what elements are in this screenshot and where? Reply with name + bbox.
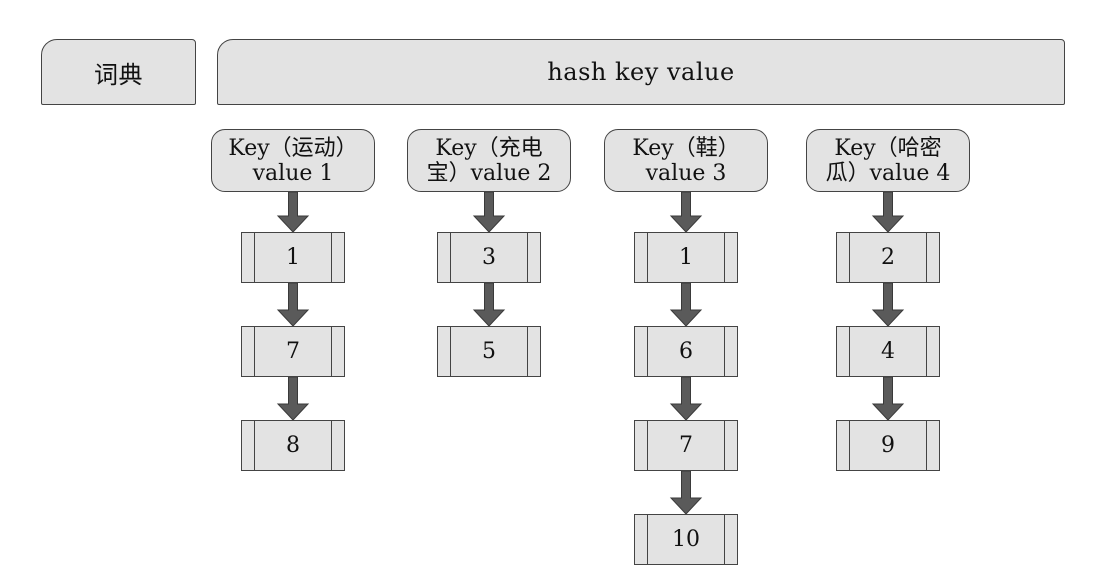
value-cell-label: 1 xyxy=(679,245,693,270)
hash-tab: hash key value xyxy=(217,39,1065,105)
value-cell-label: 8 xyxy=(286,433,300,458)
value-cell: 10 xyxy=(634,514,738,565)
value-cell-label: 2 xyxy=(881,245,895,270)
arrow-link-2-1 xyxy=(472,282,506,327)
value-cell: 8 xyxy=(241,420,345,471)
value-cell: 1 xyxy=(241,232,345,283)
value-cell: 2 xyxy=(836,232,940,283)
value-cell-label: 9 xyxy=(881,433,895,458)
value-cell-label: 7 xyxy=(679,433,693,458)
value-cell: 1 xyxy=(634,232,738,283)
arrow-link-3-3 xyxy=(669,470,703,515)
key-node-2: Key（充电宝）value 2 xyxy=(407,129,571,192)
arrow-link-1-2 xyxy=(276,376,310,421)
dict-tab: 词典 xyxy=(41,39,196,105)
value-cell: 9 xyxy=(836,420,940,471)
key-node-line1: Key（鞋） xyxy=(632,135,740,161)
value-cell: 7 xyxy=(634,420,738,471)
arrow-link-1-1 xyxy=(276,282,310,327)
key-node-line2: 宝）value 2 xyxy=(426,160,552,186)
value-cell-label: 3 xyxy=(482,245,496,270)
key-node-line2: 瓜）value 4 xyxy=(825,160,951,186)
arrow-link-4-2 xyxy=(871,376,905,421)
value-cell: 4 xyxy=(836,326,940,377)
arrow-key-1 xyxy=(276,191,310,233)
arrow-link-3-2 xyxy=(669,376,703,421)
arrow-key-3 xyxy=(669,191,703,233)
value-cell-label: 6 xyxy=(679,339,693,364)
value-cell: 3 xyxy=(437,232,541,283)
key-node-3: Key（鞋）value 3 xyxy=(604,129,768,192)
arrow-key-4 xyxy=(871,191,905,233)
key-node-line1: Key（充电 xyxy=(435,135,543,161)
value-cell: 6 xyxy=(634,326,738,377)
key-node-line2: value 1 xyxy=(252,160,334,186)
value-cell: 5 xyxy=(437,326,541,377)
dict-tab-label: 词典 xyxy=(94,60,143,89)
value-cell-label: 5 xyxy=(482,339,496,364)
key-node-line1: Key（运动） xyxy=(228,135,358,161)
key-node-4: Key（哈密瓜）value 4 xyxy=(806,129,970,192)
value-cell-label: 10 xyxy=(672,527,700,552)
value-cell: 7 xyxy=(241,326,345,377)
arrow-link-3-1 xyxy=(669,282,703,327)
key-node-1: Key（运动）value 1 xyxy=(211,129,375,192)
value-cell-label: 1 xyxy=(286,245,300,270)
arrow-key-2 xyxy=(472,191,506,233)
value-cell-label: 4 xyxy=(881,339,895,364)
value-cell-label: 7 xyxy=(286,339,300,364)
key-node-line2: value 3 xyxy=(645,160,727,186)
key-node-line1: Key（哈密 xyxy=(834,135,942,161)
arrow-link-4-1 xyxy=(871,282,905,327)
hash-tab-label: hash key value xyxy=(547,58,735,86)
